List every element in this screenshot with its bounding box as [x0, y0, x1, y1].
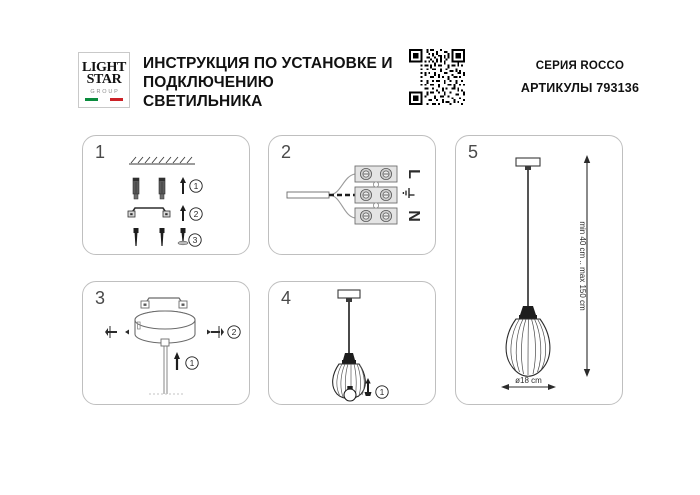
diameter-dimension-label: ø18 cm [515, 376, 542, 385]
terminal-label-L: L [405, 169, 422, 179]
ceiling-canopy [134, 310, 196, 347]
lamp-bulb [343, 386, 357, 402]
panel-4-number: 4 [281, 288, 292, 308]
screw-a [133, 228, 139, 246]
callout-1-label: 1 [194, 181, 199, 191]
cord-grip [346, 298, 352, 302]
qr-code-icon [409, 49, 465, 105]
panel-lamp-bulb: 4 [268, 281, 436, 405]
wall-anchor-b [158, 177, 166, 200]
screw-b [159, 228, 165, 246]
panel-dimensions: 5 [455, 135, 623, 405]
diameter-dimension [501, 384, 556, 390]
panel-5-diagram: min 40 cm .. max 150 cm ø18 cm [501, 155, 591, 390]
callout-3-label: 3 [193, 235, 198, 245]
assembly-screw-left [105, 326, 129, 338]
page-title: ИНСТРУКЦИЯ ПО УСТАНОВКЕ И ПОДКЛЮЧЕНИЮ СВ… [143, 54, 393, 111]
callout-3-group: 3 [177, 228, 202, 247]
panel-2-diagram: L N [286, 165, 422, 225]
mounting-bracket [127, 207, 171, 218]
panel-3-number: 3 [95, 288, 106, 308]
panel-canopy-assembly: 3 [82, 281, 250, 405]
callout-1-group: 1 [180, 177, 203, 194]
terminal-block [354, 165, 398, 225]
cord-grip [525, 166, 531, 170]
logo-text-light: LIGHT [82, 59, 126, 75]
series-label: СЕРИЯ ROCCO [535, 60, 625, 72]
panel-wiring: 2 [268, 135, 436, 255]
lamp-shade [332, 363, 366, 400]
callout-2-label: 2 [194, 209, 199, 219]
earth-symbol-icon [402, 188, 415, 198]
callout-1-label: 1 [380, 387, 385, 397]
callout-1-group: 1 [174, 352, 199, 370]
page-title-line-2: ПОДКЛЮЧЕНИЮ СВЕТИЛЬНИКА [143, 74, 274, 110]
article-label: АРТИКУЛЫ 793136 [520, 81, 640, 95]
logo-text-star: STAR [86, 72, 122, 87]
pendant-cord [149, 346, 183, 395]
panel-1-diagram: 1 2 3 [127, 156, 203, 247]
callout-2-group: 2 [180, 205, 203, 221]
panel-3-diagram: 2 1 [105, 297, 241, 395]
panel-2-number: 2 [281, 142, 292, 162]
ceiling-plate [515, 157, 541, 167]
page-header: LIGHT STAR GROUP ИНСТРУКЦИЯ ПО УСТАНОВКЕ… [0, 0, 700, 120]
callout-1-label: 1 [190, 358, 195, 368]
brand-logo: LIGHT STAR GROUP [78, 52, 130, 108]
panel-mounting-hardware: 1 [82, 135, 250, 255]
lamp-shade [505, 318, 551, 377]
lamp-holder [342, 353, 356, 364]
callout-1-group: 1 [364, 378, 389, 399]
panel-1-number: 1 [95, 142, 106, 162]
panel-4-diagram: 1 [332, 289, 389, 402]
product-identification: СЕРИЯ ROCCO АРТИКУЛЫ 793136 [480, 60, 680, 95]
callout-2-label: 2 [232, 327, 237, 337]
ceiling-plate [337, 289, 361, 299]
height-dimension-label: min 40 cm .. max 150 cm [578, 221, 587, 311]
terminal-label-N: N [405, 210, 422, 222]
height-dimension [583, 155, 591, 377]
wall-anchor-a [132, 177, 140, 200]
lamp-holder [519, 306, 537, 319]
page-title-line-1: ИНСТРУКЦИЯ ПО УСТАНОВКЕ И [143, 55, 393, 72]
panel-5-number: 5 [468, 142, 479, 162]
mounting-bracket [140, 297, 188, 309]
logo-text-group: GROUP [90, 88, 120, 95]
assembly-screw-right: 2 [207, 325, 241, 339]
supply-cable [286, 191, 330, 199]
italian-flag-icon [85, 97, 124, 101]
